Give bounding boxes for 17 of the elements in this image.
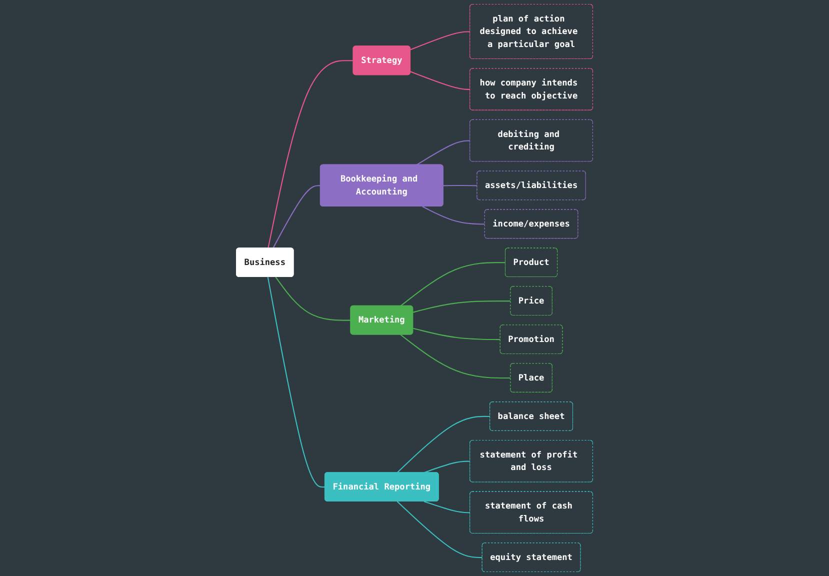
connector	[272, 185, 320, 248]
connector	[443, 184, 478, 186]
connector	[400, 262, 506, 306]
connector	[275, 276, 351, 321]
connector	[267, 276, 326, 488]
connector	[410, 31, 470, 50]
connector	[396, 501, 482, 558]
connector	[424, 500, 470, 514]
connector	[422, 206, 485, 225]
connector	[396, 416, 490, 473]
connector	[416, 140, 470, 166]
connector	[412, 328, 500, 340]
connector	[400, 334, 511, 379]
connector	[268, 60, 354, 248]
connector	[424, 460, 470, 474]
connector	[410, 71, 470, 90]
connector	[412, 300, 511, 313]
